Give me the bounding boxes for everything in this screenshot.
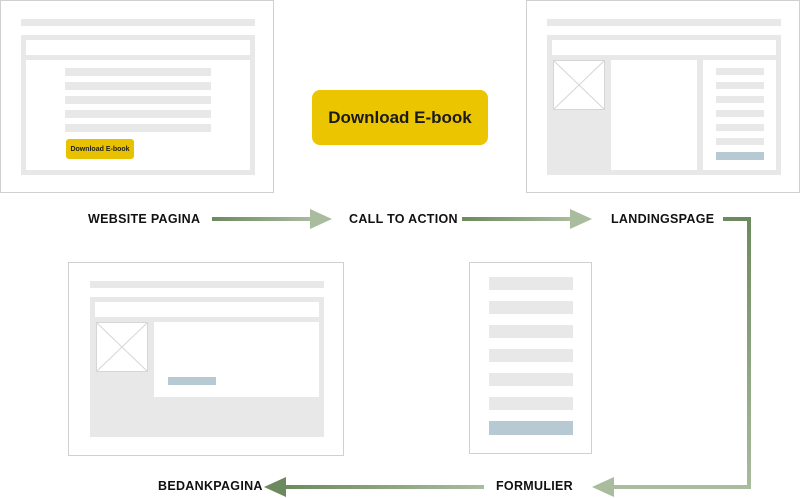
arrow-cta-to-landing	[462, 209, 592, 229]
form-field	[489, 397, 573, 410]
form-line	[716, 124, 764, 131]
content-column	[611, 60, 697, 170]
website-page-wireframe: Download E-book	[0, 0, 274, 193]
form-field	[489, 277, 573, 290]
top-bar	[547, 19, 781, 26]
step-label-website: WEBSITE PAGINA	[88, 212, 201, 226]
form-field	[489, 373, 573, 386]
form-submit-bar	[489, 421, 573, 435]
download-ebook-cta-button[interactable]: Download E-book	[312, 90, 488, 145]
form-field	[489, 325, 573, 338]
top-bar	[21, 19, 255, 26]
text-line	[65, 96, 211, 104]
form-field	[489, 301, 573, 314]
arrow-form-to-thanks	[264, 477, 484, 497]
form-field	[489, 349, 573, 362]
arrow-website-to-cta	[212, 209, 332, 229]
header-area	[552, 40, 776, 55]
text-line	[65, 82, 211, 90]
image-placeholder-icon	[553, 60, 605, 110]
download-ebook-small-button[interactable]: Download E-book	[66, 139, 134, 159]
text-line	[65, 124, 211, 132]
step-label-form: FORMULIER	[496, 479, 573, 493]
header-area	[95, 302, 319, 317]
submit-bar	[716, 152, 764, 160]
arrow-landing-to-form	[592, 217, 751, 497]
landing-page-wireframe	[526, 0, 800, 193]
header-area	[26, 40, 250, 55]
form-page-wireframe	[469, 262, 592, 454]
step-label-cta: CALL TO ACTION	[349, 212, 458, 226]
text-line	[65, 110, 211, 118]
form-line	[716, 68, 764, 75]
form-line	[716, 138, 764, 145]
content-area	[154, 322, 319, 397]
form-line	[716, 96, 764, 103]
step-label-thanks: BEDANKPAGINA	[158, 479, 263, 493]
text-line	[65, 68, 211, 76]
thank-you-page-wireframe	[68, 262, 344, 456]
step-label-landing: LANDINGSPAGE	[611, 212, 715, 226]
image-placeholder-icon	[96, 322, 148, 372]
form-line	[716, 82, 764, 89]
form-line	[716, 110, 764, 117]
download-link-bar	[168, 377, 216, 385]
top-bar	[90, 281, 324, 288]
